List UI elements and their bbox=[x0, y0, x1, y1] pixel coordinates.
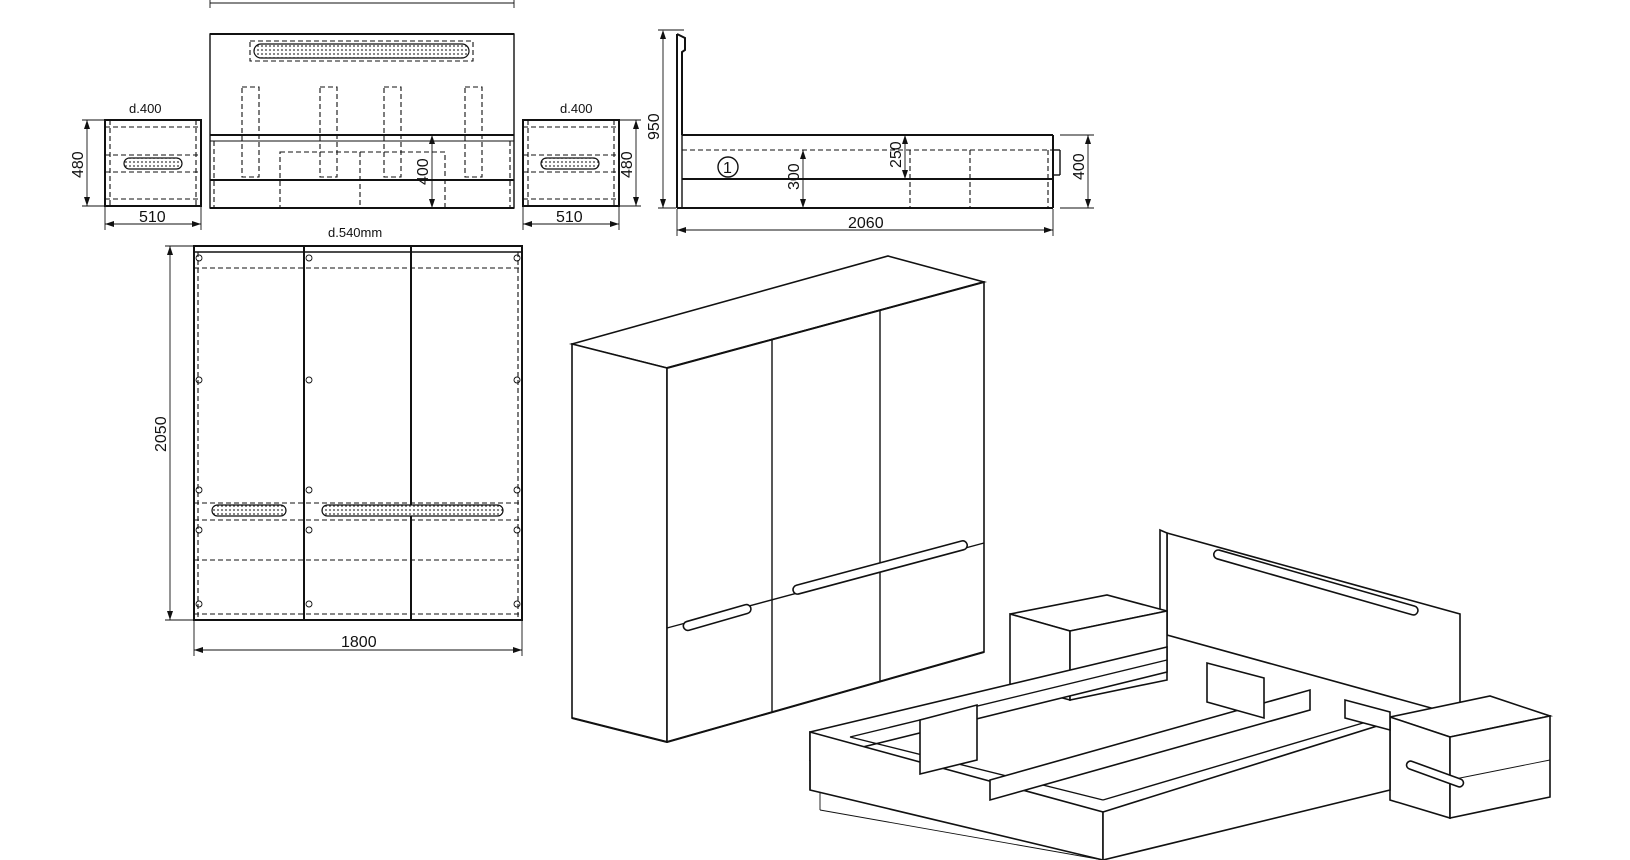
bed-side-length-label: 2060 bbox=[848, 215, 884, 232]
nightstand-right-front-view bbox=[522, 119, 641, 230]
wardrobe-isometric-view bbox=[568, 255, 988, 744]
bed-isometric-view bbox=[809, 528, 1554, 860]
nightstand-left-height-label: 480 bbox=[70, 151, 87, 178]
bed-side-callout-number: 1 bbox=[723, 160, 732, 177]
bed-front-view bbox=[209, 0, 515, 209]
wardrobe-front-view bbox=[165, 245, 523, 656]
wardrobe-width-label: 1800 bbox=[341, 634, 377, 651]
bed-side-total-height-label: 950 bbox=[646, 113, 663, 140]
bed-side-300-label: 300 bbox=[786, 163, 803, 190]
nightstand-left-width-label: 510 bbox=[139, 209, 166, 226]
nightstand-left-front-view bbox=[82, 119, 202, 230]
bed-front-height-label: 400 bbox=[415, 158, 432, 185]
nightstand-right-depth-label: d.400 bbox=[560, 101, 593, 116]
nightstand-right-height-label: 480 bbox=[619, 151, 636, 178]
nightstand-left-depth-label: d.400 bbox=[129, 101, 162, 116]
bed-side-400-label: 400 bbox=[1071, 153, 1088, 180]
bed-side-250-label: 250 bbox=[888, 141, 905, 168]
wardrobe-height-label: 2050 bbox=[153, 416, 170, 452]
bed-side-view bbox=[658, 29, 1094, 236]
nightstand-right-width-label: 510 bbox=[556, 209, 583, 226]
wardrobe-depth-label: d.540mm bbox=[328, 225, 382, 240]
